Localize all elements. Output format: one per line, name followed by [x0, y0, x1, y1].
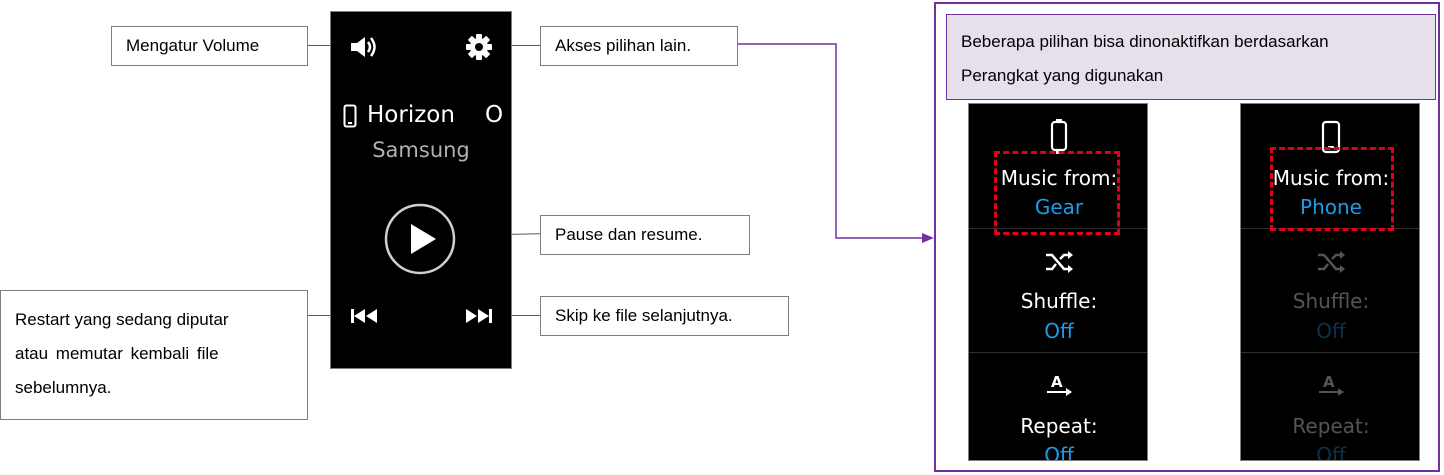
callout-volume: Mengatur Volume [111, 26, 308, 66]
callout-volume-text: Mengatur Volume [126, 36, 260, 55]
music-player-screen: Horizon O Samsung [330, 11, 512, 369]
callout-previous-line-1: Restart yang sedang diputar [15, 310, 229, 329]
divider [969, 352, 1147, 353]
highlight-music-from-gear [994, 151, 1120, 235]
shuffle-icon [1044, 250, 1074, 279]
gear-icon[interactable] [464, 32, 494, 67]
play-icon [411, 224, 436, 254]
repeat-label: Repeat: [1292, 414, 1370, 438]
repeat-value: Off [1316, 443, 1346, 461]
settings-to-panel-arrow [738, 43, 934, 243]
next-track-icon[interactable] [465, 307, 493, 330]
music-from-label: Music from: [1272, 166, 1390, 190]
options-note: Beberapa pilihan bisa dinonaktifkan berd… [946, 14, 1436, 100]
music-from-label: Music from: [1000, 166, 1118, 190]
phone-icon [343, 104, 357, 133]
callout-play-text: Pause dan resume. [555, 225, 703, 244]
speaker-icon[interactable] [349, 34, 379, 65]
repeat-label: Repeat: [1020, 414, 1098, 438]
connector-volume [308, 45, 350, 46]
music-from-value[interactable]: Phone [1300, 195, 1362, 219]
options-panel [934, 2, 1440, 472]
track-title: Horizon [367, 102, 455, 128]
shuffle-value: Off [1316, 319, 1346, 343]
artist-name: Samsung [372, 138, 470, 162]
shuffle-label: Shuffle: [1292, 289, 1370, 313]
svg-text:A: A [1051, 373, 1063, 391]
callout-previous-line-3: sebelumnya. [15, 378, 112, 397]
callout-settings-text: Akses pilihan lain. [555, 36, 692, 55]
play-button[interactable] [383, 202, 457, 281]
repeat-value[interactable]: Off [1044, 443, 1074, 461]
options-note-line-2: Perangkat yang digunakan [961, 66, 1164, 85]
callout-play: Pause dan resume. [540, 215, 750, 255]
shuffle-label: Shuffle: [1020, 289, 1098, 313]
previous-track-icon[interactable] [350, 307, 378, 330]
repeat-a-icon: A [1317, 372, 1345, 403]
music-from-value[interactable]: Gear [1034, 195, 1084, 219]
callout-next-text: Skip ke file selanjutnya. [555, 306, 733, 325]
callout-settings: Akses pilihan lain. [540, 26, 738, 66]
divider [1241, 352, 1419, 353]
callout-previous-line-2: atau memutar kembali file [15, 344, 219, 363]
highlight-music-from-phone [1270, 147, 1394, 231]
connector-settings [494, 45, 540, 46]
callout-next: Skip ke file selanjutnya. [540, 296, 789, 336]
connector-previous [308, 315, 350, 316]
shuffle-icon [1316, 250, 1346, 279]
connector-next [494, 315, 540, 316]
track-title-scroll-overflow: O [485, 102, 504, 128]
svg-text:A: A [1323, 373, 1335, 391]
shuffle-value[interactable]: Off [1044, 319, 1074, 343]
repeat-a-icon: A [1045, 372, 1073, 403]
options-note-line-1: Beberapa pilihan bisa dinonaktifkan berd… [961, 32, 1329, 51]
divider [969, 228, 1147, 229]
callout-previous: Restart yang sedang diputar atau memutar… [0, 290, 308, 420]
